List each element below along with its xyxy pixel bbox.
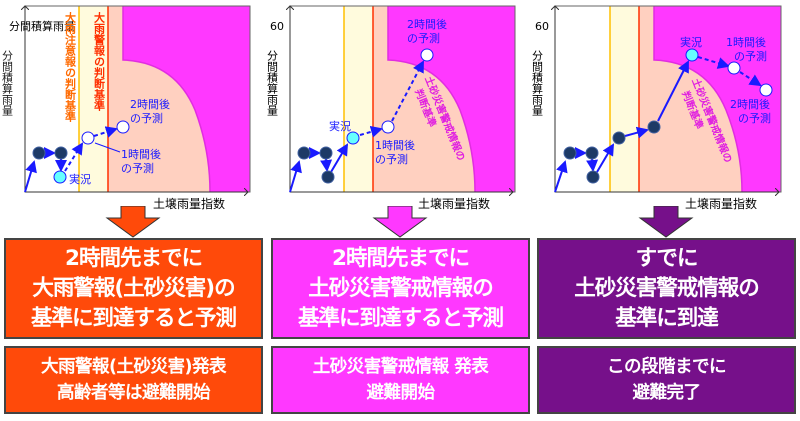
forecast-2h-point	[116, 120, 130, 134]
past-point	[563, 146, 577, 160]
sediment-zone	[123, 6, 250, 192]
down-arrow-icon	[105, 206, 161, 238]
forecast-1h-point	[727, 61, 741, 75]
now-label: 実況	[329, 119, 351, 133]
forecast-2h-point	[759, 83, 773, 97]
box-line: 避難完了	[632, 383, 702, 403]
box-line: 基準に到達すると予測	[30, 305, 237, 331]
diagram-3: 60 分間積算雨量 土壌雨量指数 土砂災害警戒情報の 判断基準 実況 1時間後の…	[531, 0, 782, 211]
box-line: 土砂災害警戒情報の	[574, 275, 760, 301]
pred1-label-2: の予測	[734, 49, 767, 63]
forecast-2h-point	[420, 48, 434, 62]
pred1-label: 1時間後	[375, 138, 415, 152]
box-line: 土砂災害警戒情報の	[308, 275, 494, 301]
now-label: 実況	[680, 35, 702, 49]
box-line: すでに	[635, 245, 699, 271]
pred1-label-2: の予測	[375, 152, 408, 166]
y-axis-label: 分間積算雨量	[266, 50, 279, 116]
pred2-label: 2時間後	[130, 97, 170, 111]
box-line: 大雨警報(土砂災害)発表	[41, 357, 227, 377]
past-point	[612, 131, 626, 145]
chart-panel-2: 60 分間積算雨量 土壌雨量指数 土砂災害警戒情報の 判断基準 実況 1時間後の…	[265, 0, 530, 215]
sediment-zone	[654, 6, 781, 192]
x-axis-label: 土壌雨量指数	[418, 196, 490, 211]
current-point	[346, 131, 360, 145]
advisory-zone	[79, 6, 108, 192]
box-line: この段階までに	[607, 357, 727, 377]
advisory-label: 大雨注意報の判断基準	[64, 11, 78, 123]
box-line: 避難開始	[366, 383, 436, 403]
box-line: 高齢者等は避難開始	[57, 383, 211, 403]
past-point	[319, 146, 333, 160]
sediment-criterion-curve	[122, 6, 211, 193]
pred2-label-2: の予測	[738, 111, 771, 125]
warning-label: 大雨警報の判断基準	[93, 11, 107, 112]
box-line: 2時間先までに	[332, 245, 470, 271]
advisory-zone	[344, 6, 373, 192]
box-line: 土砂災害警戒情報 発表	[312, 357, 489, 377]
diagram-1: 分間積算雨量 分間積算雨量 土壌雨量指数 大雨注意報の判断基準 大雨警報の判断基…	[1, 0, 251, 211]
y-axis-label: 分間積算雨量	[9, 19, 75, 33]
box-line: 大雨警報(土砂災害)の	[32, 275, 235, 301]
down-arrow-icon	[638, 206, 694, 238]
box-line: 基準に到達	[615, 305, 719, 331]
sediment-criterion-curve	[653, 6, 743, 193]
past-point	[32, 146, 46, 160]
forecast-box-warning: 2時間先までに大雨警報(土砂災害)の基準に到達すると予測	[4, 238, 263, 339]
pred1-label-2: の予測	[121, 161, 154, 175]
past-point	[321, 170, 335, 184]
action-box-reached: この段階までに避難完了	[537, 346, 796, 414]
past-point	[647, 120, 661, 134]
past-point	[54, 146, 68, 160]
box-line: 基準に到達すると予測	[297, 305, 504, 331]
sediment-zone	[388, 6, 515, 192]
sediment-criterion-curve	[387, 6, 476, 193]
y-axis-label-vertical: 分間積算雨量	[1, 50, 14, 116]
forecast-box-reached: すでに土砂災害警戒情報の基準に到達	[537, 238, 796, 339]
box-line: 2時間先までに	[65, 245, 203, 271]
y-axis-60: 60	[270, 20, 284, 33]
x-axis-label: 土壌雨量指数	[153, 196, 225, 211]
advisory-zone	[610, 6, 639, 192]
pred1-label: 1時間後	[726, 35, 766, 49]
pred1-label: 1時間後	[121, 147, 161, 161]
chart-panel-3: 60 分間積算雨量 土壌雨量指数 土砂災害警戒情報の 判断基準 実況 1時間後の…	[530, 0, 795, 215]
past-point	[586, 170, 600, 184]
x-axis-label: 土壌雨量指数	[685, 196, 757, 211]
diagram-2: 60 分間積算雨量 土壌雨量指数 土砂災害警戒情報の 判断基準 実況 1時間後の…	[266, 0, 516, 211]
now-label: 実況	[69, 172, 91, 186]
forecast-box-sediment: 2時間先までに土砂災害警戒情報の基準に到達すると予測	[271, 238, 530, 339]
pred2-label-2: の予測	[407, 31, 440, 45]
forecast-1h-point	[381, 120, 395, 134]
pred2-label-2: の予測	[130, 111, 163, 125]
past-point	[585, 146, 599, 160]
action-box-warning: 大雨警報(土砂災害)発表高齢者等は避難開始	[4, 346, 263, 414]
past-point	[297, 146, 311, 160]
pred2-label: 2時間後	[407, 17, 447, 31]
current-point	[53, 170, 67, 184]
y-axis-60: 60	[535, 20, 549, 33]
action-box-sediment: 土砂災害警戒情報 発表避難開始	[271, 346, 530, 414]
current-point	[685, 48, 699, 62]
y-label-text: 分間積算雨量	[1, 50, 14, 116]
pred2-label: 2時間後	[730, 97, 770, 111]
forecast-1h-point	[81, 131, 95, 145]
y-axis-label: 分間積算雨量	[531, 50, 544, 116]
down-arrow-icon	[372, 206, 428, 238]
chart-panel-1: 分間積算雨量 分間積算雨量 土壌雨量指数 大雨注意報の判断基準 大雨警報の判断基…	[0, 0, 265, 215]
